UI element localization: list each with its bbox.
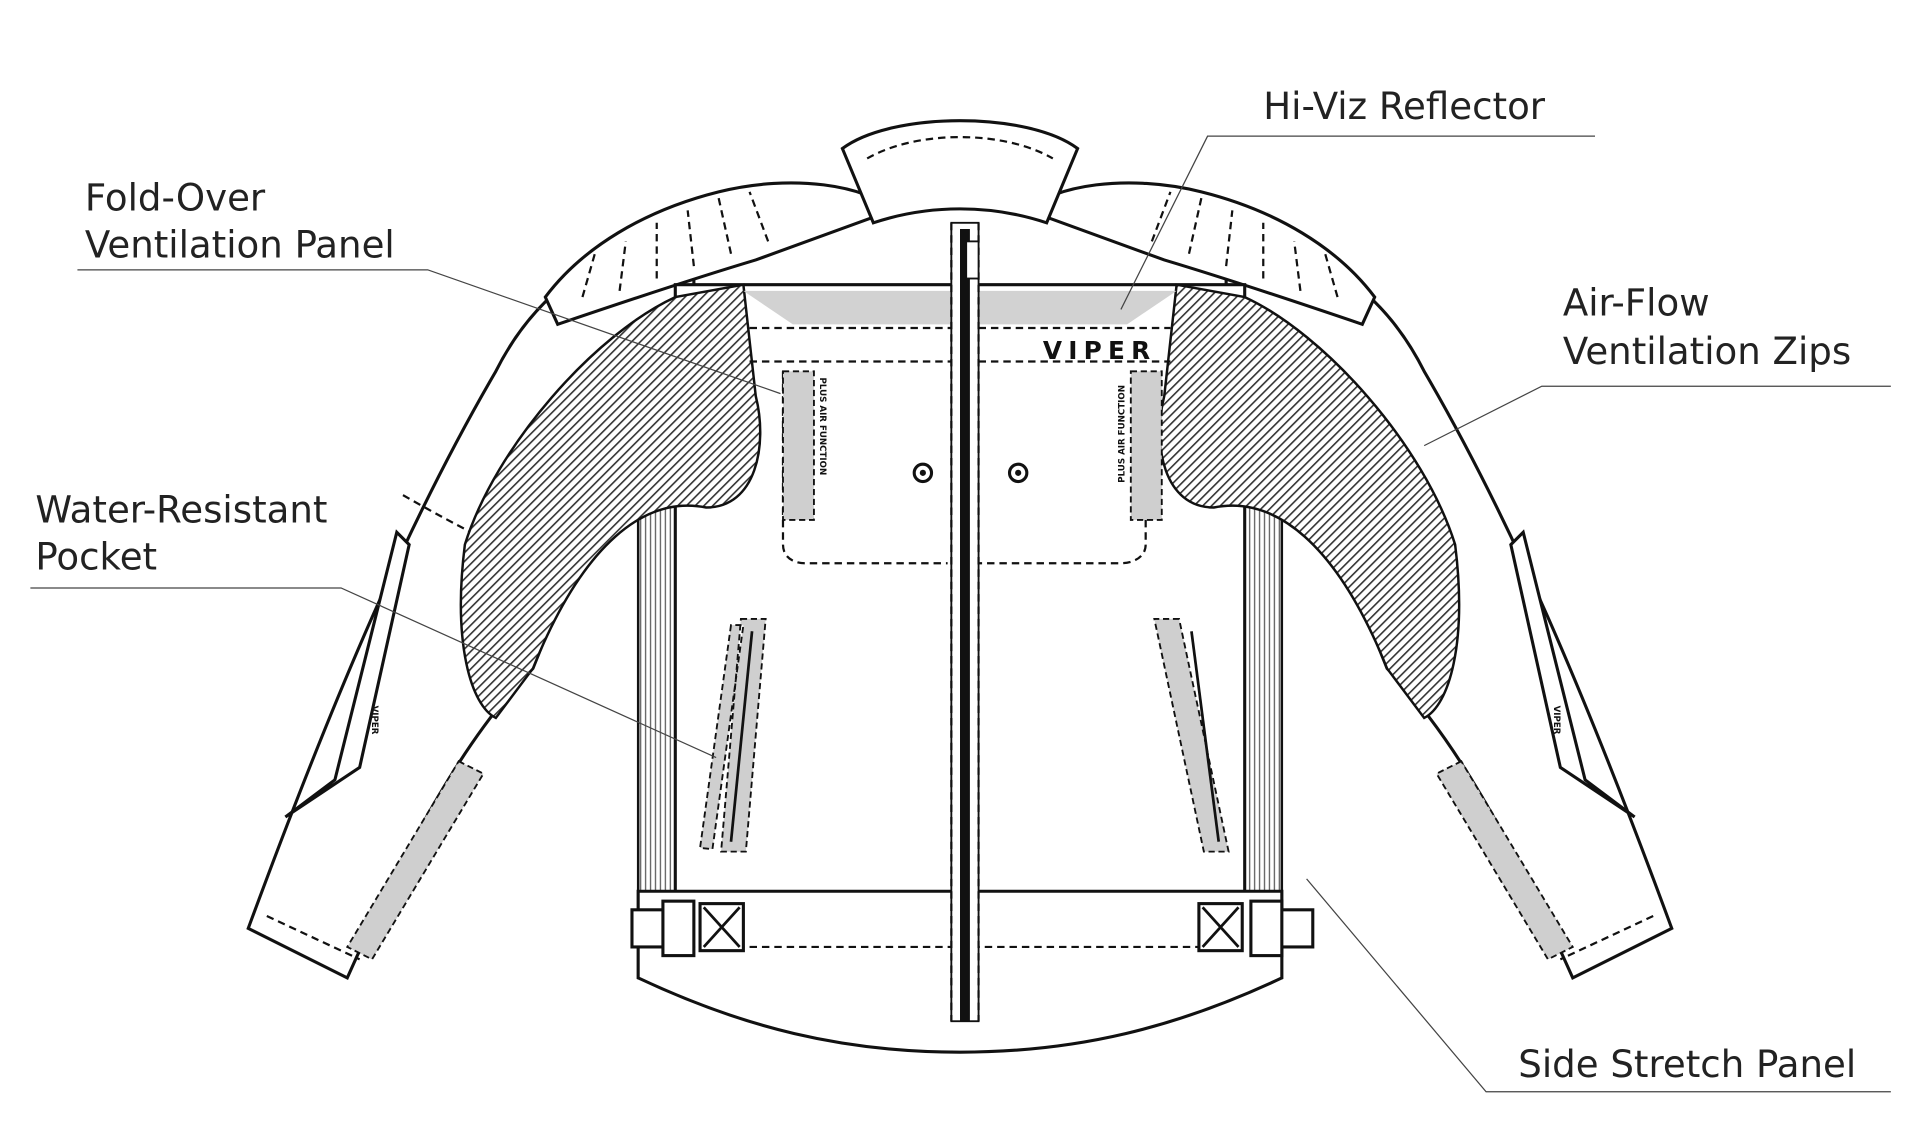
label-fold-over-line2: Ventilation Panel xyxy=(85,223,395,266)
collar xyxy=(840,119,1080,225)
label-fold-over-line1: Fold-Over xyxy=(85,176,266,219)
left-chest-reflector xyxy=(782,370,815,521)
label-air-flow-line1: Air-Flow xyxy=(1563,282,1710,325)
label-hi-viz: Hi-Viz Reflector xyxy=(1263,85,1546,128)
left-sleeve-tag: VIPER xyxy=(369,706,379,735)
brand-logo: VIPER xyxy=(1043,336,1156,365)
left-water-resistant-pocket xyxy=(699,617,767,853)
right-chest-reflector xyxy=(1129,370,1163,521)
label-water-resistant-line2: Pocket xyxy=(35,535,157,578)
right-fold-over-ventilation-panel xyxy=(1158,283,1461,720)
chest-tag-right: PLUS AIR FUNCTION xyxy=(1118,385,1128,483)
right-waist-adjuster xyxy=(1197,899,1315,958)
left-cuff-reflector xyxy=(345,760,485,961)
label-side-stretch: Side Stretch Panel xyxy=(1518,1043,1856,1086)
right-cuff-reflector xyxy=(1435,760,1575,961)
left-fold-over-ventilation-panel xyxy=(459,283,762,720)
zipper-pull xyxy=(965,240,980,280)
left-waist-adjuster xyxy=(630,899,745,958)
right-water-resistant-pocket xyxy=(1153,617,1230,853)
right-hi-viz-reflector xyxy=(978,290,1177,325)
left-hi-viz-reflector xyxy=(743,290,954,325)
label-water-resistant-line1: Water-Resistant xyxy=(35,488,327,531)
chest-tag-left: PLUS AIR FUNCTION xyxy=(817,378,827,476)
label-air-flow-line2: Ventilation Zips xyxy=(1563,330,1851,373)
right-sleeve-tag: VIPER xyxy=(1551,706,1561,735)
